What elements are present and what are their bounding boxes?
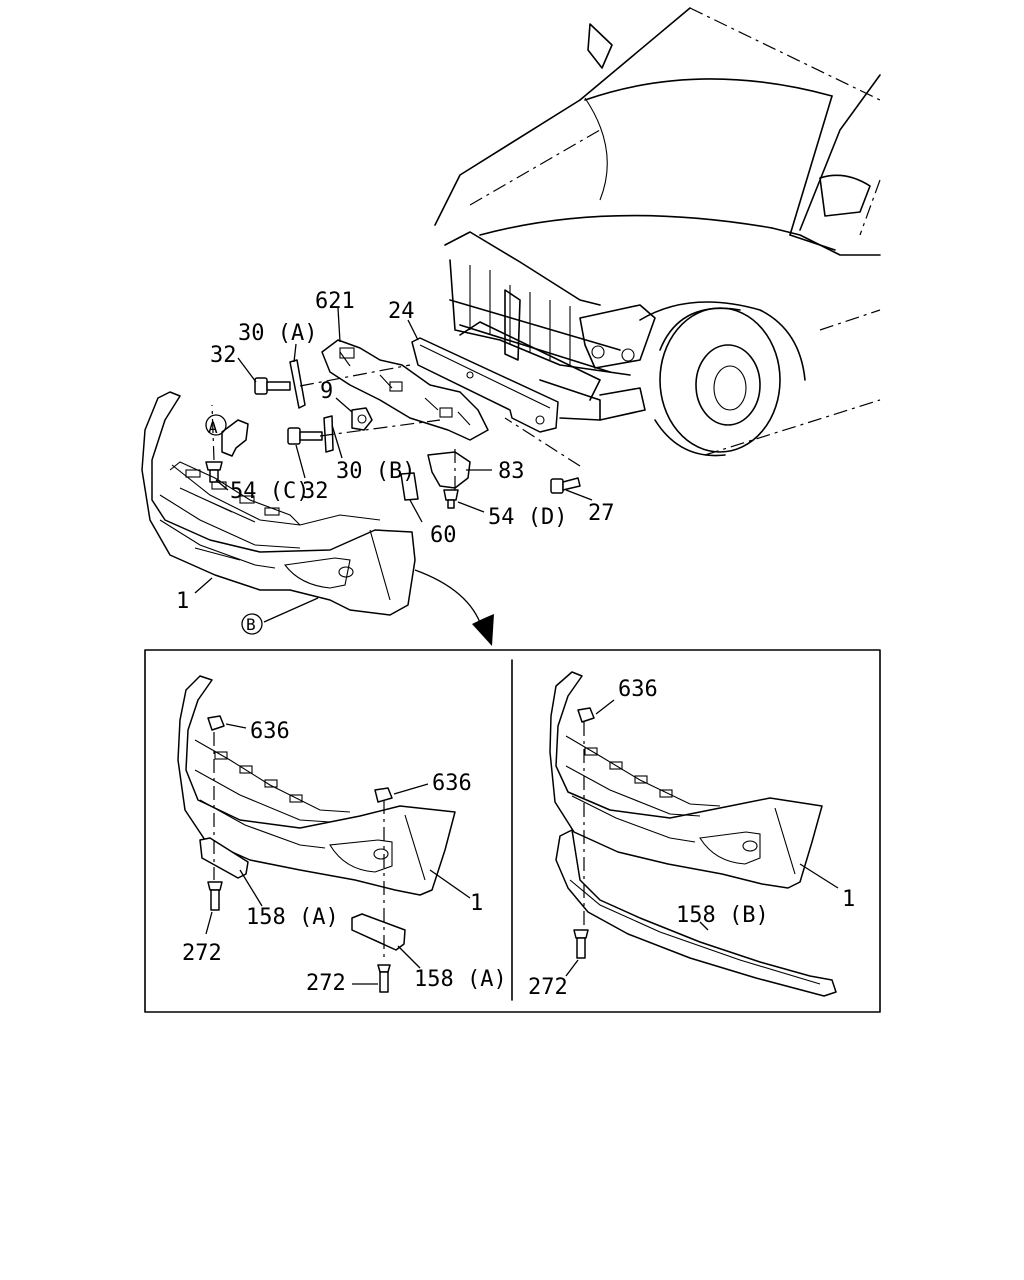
callout-54c: 54 (C) [230, 479, 309, 504]
inset-left-callout-1: 1 [470, 891, 483, 916]
bolt-272-left [207, 881, 223, 911]
bolt-27-part [550, 477, 581, 494]
main-bumper-assembly [141, 337, 581, 616]
inset-right-callout-272: 272 [528, 975, 568, 1000]
bracket-a-part [221, 419, 249, 457]
callout-1: 1 [176, 589, 189, 614]
callout-60: 60 [430, 523, 457, 548]
bolt-272-right [377, 964, 391, 993]
callout-83: 83 [498, 459, 525, 484]
callout-54d: 54 (D) [488, 505, 567, 530]
bolt-32a-part [254, 377, 291, 395]
mudguard-158a-right [351, 913, 406, 951]
inset-right-bumper [549, 671, 823, 889]
main-leader-lines [194, 307, 593, 635]
inset-left-callout-272-right: 272 [306, 971, 346, 996]
callout-9: 9 [320, 379, 333, 404]
inset-right-variant: 636 1 158 (B) 272 [528, 671, 855, 1000]
clip-636-inset-right [577, 707, 595, 723]
callout-32-upper: 32 [210, 343, 237, 368]
callout-B: B [246, 615, 256, 634]
inset-left-callout-272-left: 272 [182, 941, 222, 966]
bracket-83-part [427, 451, 471, 489]
inset-right-callout-158b: 158 (B) [676, 903, 769, 928]
inset-left-bumper [177, 675, 456, 896]
front-bumper-part [141, 391, 416, 616]
bumper-stay-part [321, 339, 489, 441]
detail-arrow [414, 569, 494, 646]
inset-left-callout-636-upper: 636 [250, 719, 290, 744]
inset-left-callout-158a-right: 158 (A) [414, 967, 507, 992]
strap-a-part [289, 359, 306, 409]
reinforcement-bar-part [411, 337, 559, 433]
inset-left-callout-636-lower: 636 [432, 771, 472, 796]
callout-A: A [208, 418, 218, 437]
fastener-54d-part [443, 489, 459, 509]
inset-left-callout-158a-left: 158 (A) [246, 905, 339, 930]
fastener-54c-part [205, 461, 223, 483]
clip-636-left [207, 715, 225, 731]
nut-9-part [351, 407, 373, 431]
inset-right-callout-1: 1 [842, 887, 855, 912]
pad-60-part [400, 472, 419, 501]
mudguard-158a-left [199, 837, 249, 879]
bolt-32b-part [287, 427, 323, 445]
inset-right-callout-636: 636 [618, 677, 658, 702]
bolt-272-inset-right [573, 929, 589, 959]
vehicle-front-illustration [434, 7, 881, 457]
inset-left-variant: 636 636 1 158 (A) 272 272 158 (A) [177, 675, 507, 996]
clip-636-right [374, 787, 393, 803]
callout-32-lower: 32 [302, 479, 329, 504]
callout-621: 621 [315, 289, 355, 314]
callout-27: 27 [588, 501, 615, 526]
detail-inset [144, 649, 881, 1013]
strap-b-part [323, 415, 334, 453]
lower-lip-158b [555, 829, 837, 997]
callout-30b: 30 (B) [336, 459, 415, 484]
callout-24: 24 [388, 299, 415, 324]
callout-30a: 30 (A) [238, 321, 317, 346]
